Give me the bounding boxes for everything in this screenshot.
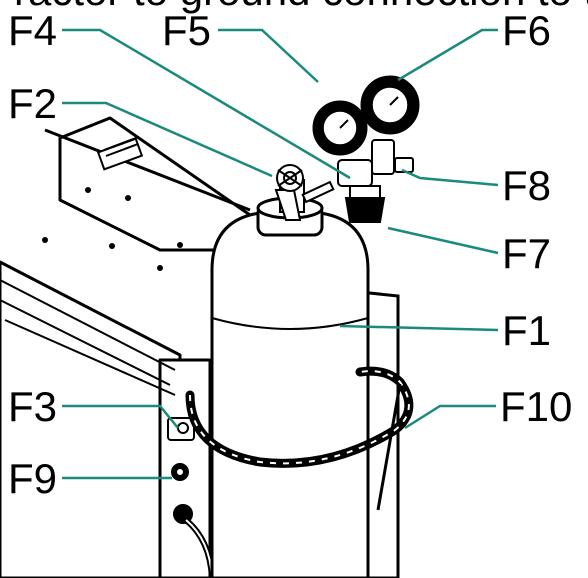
socket-f9 [171,463,189,481]
chain-hook [376,383,402,511]
gauge-f5 [312,100,368,156]
label-f1: F1 [502,307,552,354]
gauge-f6 [360,75,420,135]
cabinet-holes [42,187,183,271]
label-f9: F9 [8,455,58,502]
cable-connector [96,137,144,171]
label-f10: F10 [500,383,573,430]
label-f3: F3 [8,383,58,430]
label-f6: F6 [502,7,552,54]
label-f8: F8 [502,162,552,209]
cropped-header-text: ractor to ground connection to the F [0,0,588,14]
regulator-knob-f7 [344,185,386,223]
label-f5: F5 [162,7,212,54]
regulator [337,139,414,187]
label-f2: F2 [8,80,58,127]
label-f4: F4 [8,7,58,54]
gas-cylinder [210,196,370,578]
label-f7: F7 [502,230,552,277]
cylinder-chain-f10 [185,366,414,468]
cylinder-valve-f2 [274,164,335,221]
leader-lines [62,28,499,480]
